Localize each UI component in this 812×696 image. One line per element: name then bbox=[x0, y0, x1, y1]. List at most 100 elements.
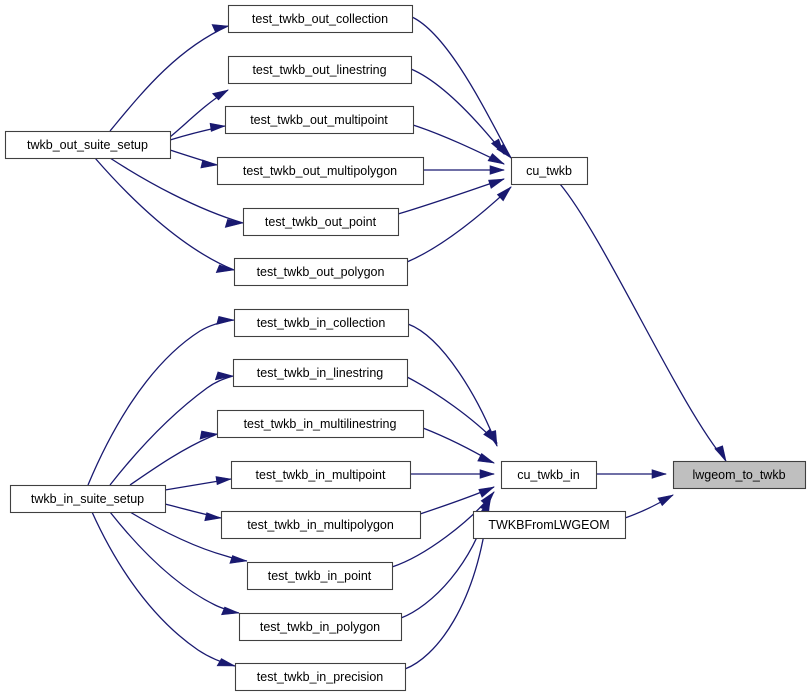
arrowhead-icon bbox=[214, 371, 234, 381]
node-cu_twkb[interactable]: cu_twkb bbox=[510, 156, 589, 186]
node-test_twkb_in_multipoint[interactable]: test_twkb_in_multipoint bbox=[230, 460, 412, 490]
edge-test_twkb_in_multipoint-to-cu_twkb_in bbox=[410, 469, 496, 479]
node-box[interactable] bbox=[510, 156, 589, 186]
edge-twkb_in_suite_setup-to-test_twkb_in_collection bbox=[87, 316, 235, 486]
edge-twkb_out_suite_setup-to-test_twkb_out_point bbox=[109, 157, 244, 228]
node-box[interactable] bbox=[227, 55, 413, 85]
node-TWKBFromLWGEOM[interactable]: TWKBFromLWGEOM bbox=[472, 510, 627, 540]
node-box[interactable] bbox=[230, 460, 412, 490]
node-box[interactable] bbox=[238, 612, 403, 642]
arrowhead-icon bbox=[487, 153, 506, 165]
edge-twkb_in_suite_setup-to-test_twkb_in_point bbox=[129, 511, 248, 564]
node-test_twkb_out_point[interactable]: test_twkb_out_point bbox=[242, 207, 400, 237]
edge-test_twkb_in_linestring-to-cu_twkb_in bbox=[406, 376, 498, 444]
arrowhead-icon bbox=[229, 555, 248, 564]
node-box[interactable] bbox=[233, 308, 410, 338]
node-test_twkb_out_linestring[interactable]: test_twkb_out_linestring bbox=[227, 55, 413, 85]
edge-TWKBFromLWGEOM-to-lwgeom_to_twkb bbox=[624, 494, 674, 519]
edge-test_twkb_out_polygon-to-cu_twkb bbox=[406, 186, 512, 263]
nodes-layer: twkb_out_suite_setup test_twkb_out_collec… bbox=[4, 4, 807, 692]
arrowhead-icon bbox=[200, 159, 219, 169]
edges-layer bbox=[87, 16, 727, 670]
node-box[interactable] bbox=[9, 484, 167, 514]
edge-twkb_in_suite_setup-to-test_twkb_in_multipoint bbox=[164, 476, 233, 491]
arrowhead-icon bbox=[489, 165, 506, 175]
edge-line bbox=[87, 319, 235, 486]
edge-test_twkb_in_multipolygon-to-cu_twkb_in bbox=[419, 486, 495, 515]
node-test_twkb_in_collection[interactable]: test_twkb_in_collection bbox=[233, 308, 410, 338]
arrowhead-icon bbox=[488, 178, 506, 189]
node-box[interactable] bbox=[216, 409, 425, 439]
edge-line bbox=[109, 511, 240, 614]
edge-line bbox=[91, 511, 236, 667]
node-test_twkb_in_multilinestring[interactable]: test_twkb_in_multilinestring bbox=[216, 409, 425, 439]
edge-test_twkb_in_multilinestring-to-cu_twkb_in bbox=[422, 427, 496, 464]
arrowhead-icon bbox=[651, 469, 668, 479]
node-cu_twkb_in[interactable]: cu_twkb_in bbox=[500, 460, 598, 490]
edge-test_twkb_out_point-to-cu_twkb bbox=[397, 178, 506, 215]
node-box[interactable] bbox=[472, 510, 627, 540]
node-twkb_out_suite_setup[interactable]: twkb_out_suite_setup bbox=[4, 130, 172, 160]
arrowhead-icon bbox=[215, 476, 233, 486]
arrowhead-icon bbox=[211, 24, 230, 33]
node-test_twkb_out_collection[interactable]: test_twkb_out_collection bbox=[227, 4, 414, 34]
edge-test_twkb_out_collection-to-cu_twkb bbox=[411, 16, 512, 159]
edge-twkb_in_suite_setup-to-test_twkb_in_multipolygon bbox=[164, 503, 223, 522]
arrowhead-icon bbox=[209, 122, 227, 132]
node-test_twkb_in_linestring[interactable]: test_twkb_in_linestring bbox=[232, 358, 409, 388]
edge-cu_twkb-to-lwgeom_to_twkb bbox=[559, 183, 727, 463]
edge-line bbox=[109, 375, 234, 486]
arrowhead-icon bbox=[211, 89, 229, 101]
arrowhead-icon bbox=[483, 428, 498, 444]
edge-line bbox=[411, 16, 512, 159]
edge-line bbox=[109, 25, 229, 132]
edge-test_twkb_out_linestring-to-cu_twkb bbox=[410, 68, 505, 155]
edge-line bbox=[129, 433, 218, 486]
node-test_twkb_in_polygon[interactable]: test_twkb_in_polygon bbox=[238, 612, 403, 642]
arrowhead-icon bbox=[477, 453, 496, 464]
node-test_twkb_out_multipolygon[interactable]: test_twkb_out_multipolygon bbox=[216, 156, 425, 186]
edge-twkb_out_suite_setup-to-test_twkb_out_multipoint bbox=[169, 122, 227, 141]
node-box[interactable] bbox=[227, 4, 414, 34]
edge-twkb_out_suite_setup-to-test_twkb_out_linestring bbox=[169, 89, 229, 138]
arrowhead-icon bbox=[215, 264, 235, 273]
node-box[interactable] bbox=[4, 130, 172, 160]
arrowhead-icon bbox=[221, 606, 240, 616]
edge-twkb_in_suite_setup-to-test_twkb_in_multilinestring bbox=[129, 430, 218, 486]
node-lwgeom_to_twkb[interactable]: lwgeom_to_twkb bbox=[672, 460, 807, 490]
edge-twkb_out_suite_setup-to-test_twkb_out_polygon bbox=[94, 157, 235, 273]
node-box[interactable] bbox=[500, 460, 598, 490]
arrowhead-icon bbox=[714, 445, 727, 463]
node-box[interactable] bbox=[672, 460, 807, 490]
edge-line bbox=[410, 68, 505, 155]
node-test_twkb_in_point[interactable]: test_twkb_in_point bbox=[246, 561, 394, 591]
node-box[interactable] bbox=[233, 257, 409, 287]
node-box[interactable] bbox=[216, 156, 425, 186]
arrowhead-icon bbox=[496, 186, 512, 202]
node-box[interactable] bbox=[220, 510, 422, 540]
edge-twkb_out_suite_setup-to-test_twkb_out_multipolygon bbox=[169, 149, 219, 169]
arrowhead-icon bbox=[216, 316, 235, 325]
node-test_twkb_out_multipoint[interactable]: test_twkb_out_multipoint bbox=[224, 105, 415, 135]
edge-twkb_in_suite_setup-to-test_twkb_in_linestring bbox=[109, 371, 234, 486]
edge-twkb_in_suite_setup-to-test_twkb_in_polygon bbox=[109, 511, 240, 616]
node-box[interactable] bbox=[234, 662, 407, 692]
node-box[interactable] bbox=[242, 207, 400, 237]
arrowhead-icon bbox=[216, 658, 236, 667]
edge-test_twkb_out_multipolygon-to-cu_twkb bbox=[423, 165, 506, 175]
arrowhead-icon bbox=[478, 486, 495, 498]
node-test_twkb_in_multipolygon[interactable]: test_twkb_in_multipolygon bbox=[220, 510, 422, 540]
arrowhead-icon bbox=[490, 138, 505, 155]
edge-line bbox=[109, 157, 244, 224]
edge-line bbox=[94, 157, 235, 271]
node-box[interactable] bbox=[232, 358, 409, 388]
node-box[interactable] bbox=[246, 561, 394, 591]
edge-cu_twkb_in-to-lwgeom_to_twkb bbox=[596, 469, 668, 479]
arrowhead-icon bbox=[199, 430, 218, 440]
node-test_twkb_out_polygon[interactable]: test_twkb_out_polygon bbox=[233, 257, 409, 287]
arrowhead-icon bbox=[204, 512, 223, 522]
node-test_twkb_in_precision[interactable]: test_twkb_in_precision bbox=[234, 662, 407, 692]
node-twkb_in_suite_setup[interactable]: twkb_in_suite_setup bbox=[9, 484, 167, 514]
node-box[interactable] bbox=[224, 105, 415, 135]
